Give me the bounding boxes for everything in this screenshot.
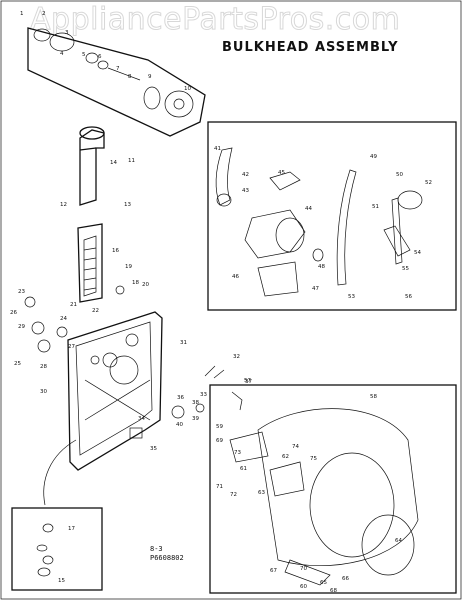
shaft-parts-box bbox=[27, 27, 206, 137]
callout: 72 bbox=[230, 492, 237, 498]
callout: 35 bbox=[150, 446, 157, 452]
misc-parts bbox=[24, 285, 243, 419]
callout: 40 bbox=[176, 422, 183, 428]
callout: 12 bbox=[60, 202, 67, 208]
callout: 26 bbox=[10, 310, 17, 316]
drum-parts bbox=[229, 408, 419, 586]
callout: 37 bbox=[245, 379, 252, 385]
watermark: AppliancePartsPros.com bbox=[29, 2, 401, 38]
page-code-block: 8-3 P6608802 bbox=[150, 545, 184, 563]
callout: 73 bbox=[234, 450, 241, 456]
callout: 66 bbox=[342, 576, 349, 582]
callout: 34 bbox=[138, 416, 145, 422]
callout: 75 bbox=[310, 456, 317, 462]
callout: 36 bbox=[177, 395, 184, 401]
inset-parts bbox=[36, 523, 54, 577]
callout: 2 bbox=[42, 11, 46, 17]
page-code: 8-3 bbox=[150, 545, 163, 553]
callout: 64 bbox=[395, 538, 402, 544]
wire bbox=[43, 439, 77, 506]
callout: 44 bbox=[305, 206, 312, 212]
callout: 4 bbox=[60, 51, 64, 57]
callout: 70 bbox=[300, 566, 307, 572]
callout: 61 bbox=[240, 466, 247, 472]
callout: 38 bbox=[192, 400, 199, 406]
callout: 54 bbox=[414, 250, 421, 256]
callout: 58 bbox=[370, 394, 377, 400]
filter-housing bbox=[77, 223, 103, 303]
callout: 22 bbox=[92, 308, 99, 314]
callout: 29 bbox=[18, 324, 25, 330]
callout: 14 bbox=[110, 160, 117, 166]
callout: 42 bbox=[242, 172, 249, 178]
callout: 43 bbox=[242, 188, 249, 194]
callout: 60 bbox=[300, 584, 307, 590]
callout: 69 bbox=[216, 438, 223, 444]
diagram-title: BULKHEAD ASSEMBLY bbox=[222, 40, 399, 55]
callout: 52 bbox=[425, 180, 432, 186]
callout: 27 bbox=[68, 344, 75, 350]
callout: 18 bbox=[132, 280, 139, 286]
callout: 56 bbox=[405, 294, 412, 300]
drum-box bbox=[209, 384, 457, 594]
callout: 74 bbox=[292, 444, 299, 450]
callout: 39 bbox=[192, 416, 199, 422]
callout: 5 bbox=[82, 52, 86, 58]
callout: 50 bbox=[396, 172, 403, 178]
callout: 32 bbox=[233, 354, 240, 360]
callout: 47 bbox=[312, 286, 319, 292]
callout: 16 bbox=[112, 248, 119, 254]
callout-labels: 1 2 3 4 5 6 7 8 9 10 11 12 13 14 15 16 1… bbox=[10, 11, 432, 594]
bulkhead-panel bbox=[67, 311, 163, 471]
callout: 57 bbox=[244, 378, 251, 384]
callout: 3 bbox=[65, 30, 69, 36]
callout: 11 bbox=[128, 158, 135, 164]
callout: 31 bbox=[180, 340, 187, 346]
callout: 53 bbox=[348, 294, 355, 300]
callout: 49 bbox=[370, 154, 377, 160]
shaft-parts bbox=[33, 28, 194, 118]
callout: 7 bbox=[116, 66, 120, 72]
callout: 21 bbox=[70, 302, 77, 308]
callout: 46 bbox=[232, 274, 239, 280]
motor-box bbox=[207, 121, 457, 311]
callout: 48 bbox=[318, 264, 325, 270]
callout: 10 bbox=[184, 86, 191, 92]
callout: 45 bbox=[278, 170, 285, 176]
callout: 51 bbox=[372, 204, 379, 210]
callout: 30 bbox=[40, 389, 47, 395]
callout: 6 bbox=[98, 54, 102, 60]
callout: 25 bbox=[14, 361, 21, 367]
callout: 59 bbox=[216, 424, 223, 430]
callout: 33 bbox=[200, 392, 207, 398]
callout: 8 bbox=[128, 74, 132, 80]
callout: 24 bbox=[60, 316, 67, 322]
callout: 63 bbox=[258, 490, 265, 496]
callout: 55 bbox=[402, 266, 409, 272]
callout: 71 bbox=[216, 484, 223, 490]
inset-box bbox=[11, 507, 103, 591]
callout: 15 bbox=[58, 578, 65, 584]
callout: 23 bbox=[18, 289, 25, 295]
callout: 62 bbox=[282, 454, 289, 460]
callout: 19 bbox=[125, 264, 132, 270]
callout: 67 bbox=[270, 568, 277, 574]
exhaust-duct bbox=[79, 126, 105, 206]
callout: 9 bbox=[148, 74, 152, 80]
callout: 28 bbox=[40, 364, 47, 370]
callout: 41 bbox=[214, 146, 221, 152]
callout: 1 bbox=[20, 11, 24, 17]
callout: 20 bbox=[142, 282, 149, 288]
callout: 13 bbox=[124, 202, 131, 208]
callout: 17 bbox=[68, 526, 75, 532]
part-number: P6608802 bbox=[150, 554, 184, 562]
callout: 68 bbox=[330, 588, 337, 594]
motor-parts bbox=[215, 147, 423, 297]
callout: 65 bbox=[320, 580, 327, 586]
